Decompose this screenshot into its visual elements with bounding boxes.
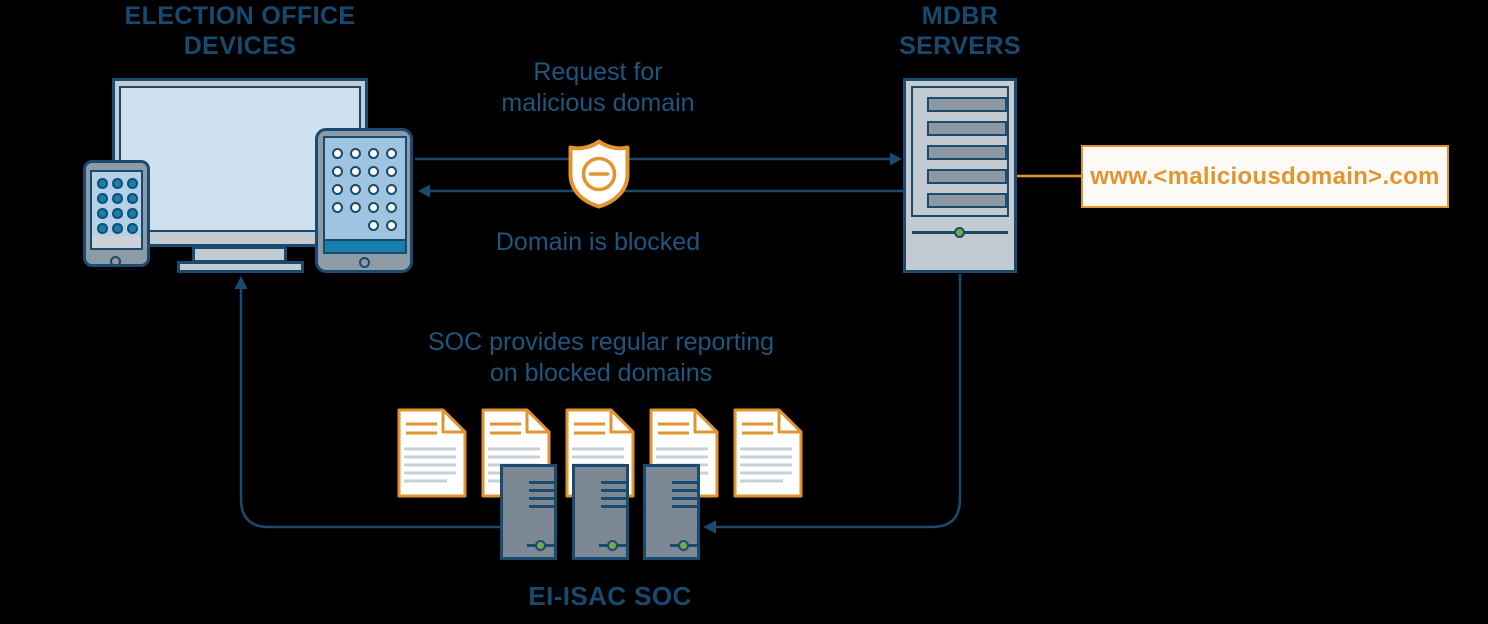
malicious-domain-box: www.<maliciousdomain>.com	[1081, 145, 1449, 208]
tablet-dock-bar	[325, 239, 405, 252]
tablet-icon	[315, 128, 413, 273]
server-led-icon	[954, 227, 965, 238]
tablet-app-grid	[332, 148, 397, 231]
tablet-home-button-icon	[358, 257, 370, 268]
server-tower-icon	[903, 78, 1017, 273]
smartphone-icon	[83, 160, 150, 267]
mdbr-title: MDBR SERVERS	[899, 2, 1021, 60]
phone-home-button-icon	[109, 256, 121, 267]
report-document-icon	[733, 408, 803, 498]
server-tower-icon	[500, 464, 557, 560]
request-arrow	[415, 152, 902, 166]
tablet-screen	[323, 136, 407, 254]
report-document-icon	[397, 408, 467, 498]
reporting-label: SOC provides regular reporting on blocke…	[428, 328, 774, 387]
ei-isac-soc-title: EI-ISAC SOC	[528, 581, 692, 611]
blocked-arrow	[418, 184, 904, 198]
blocked-label: Domain is blocked	[495, 228, 701, 256]
election-office-title: ELECTION OFFICE DEVICES	[124, 2, 356, 60]
server-led-icon	[535, 539, 546, 551]
monitor-stand-base	[177, 261, 304, 273]
request-label: Request for malicious domain	[501, 58, 695, 117]
server-led-icon	[607, 539, 618, 551]
phone-dock-bar	[92, 236, 141, 248]
server-led-icon	[678, 539, 689, 551]
server-tower-icon	[643, 464, 700, 560]
server-rack-panel	[911, 86, 1009, 217]
server-tower-icon	[572, 464, 629, 560]
malicious-domain-label: www.<maliciousdomain>.com	[1090, 162, 1440, 190]
phone-app-grid	[97, 178, 138, 234]
blocked-shield-icon	[568, 139, 630, 209]
phone-screen	[90, 170, 143, 250]
